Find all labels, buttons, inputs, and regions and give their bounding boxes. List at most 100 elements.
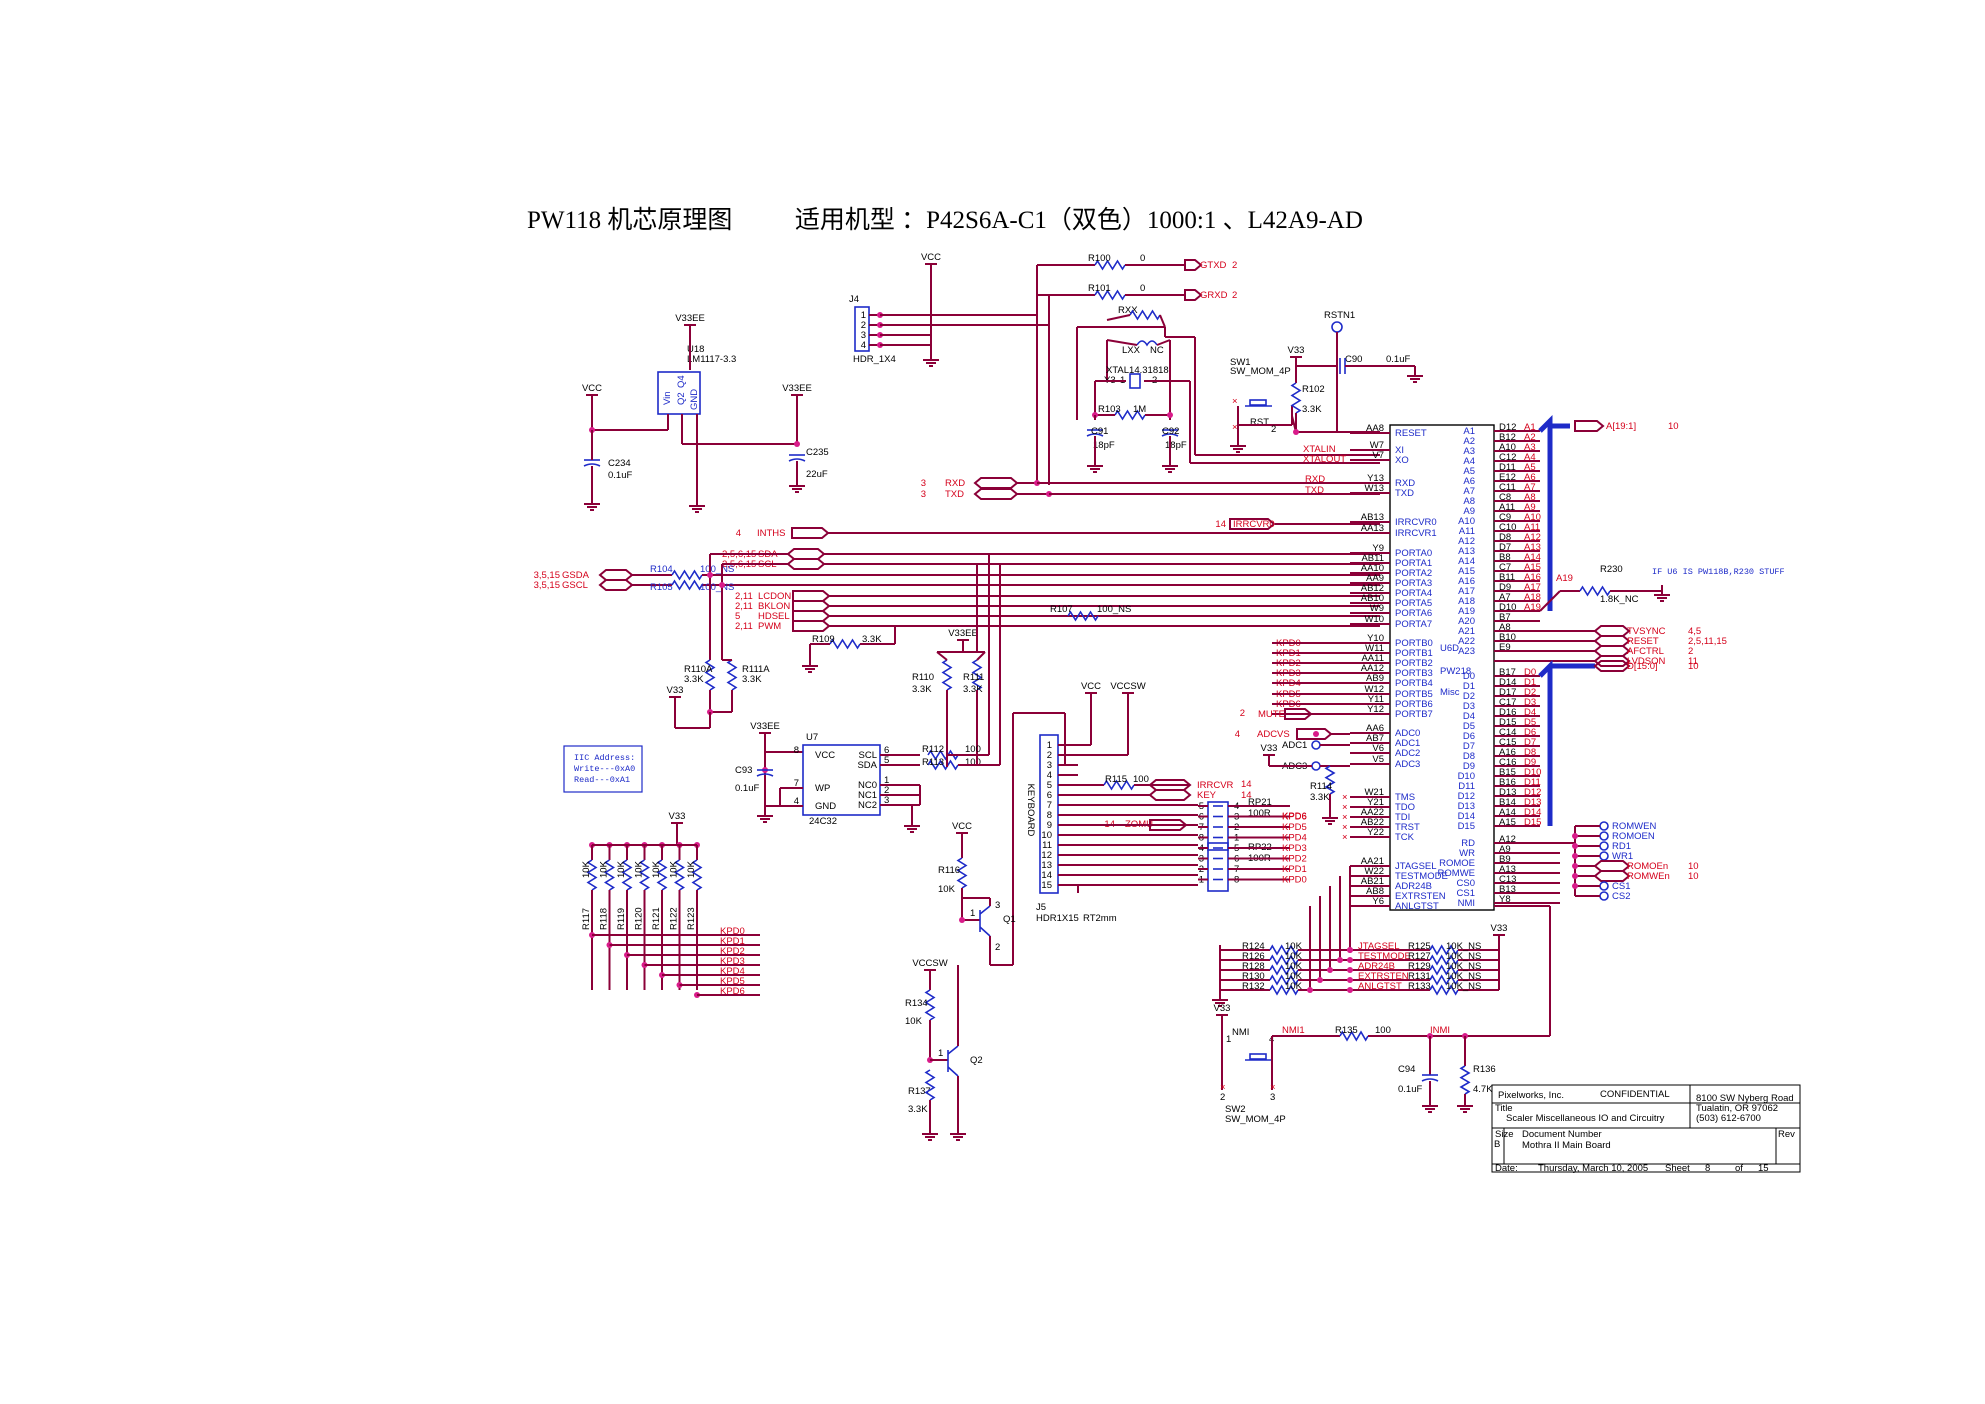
sheet-ref: 4 bbox=[1235, 729, 1240, 740]
ic-pin-number: B17 bbox=[1499, 667, 1516, 678]
resistor-ref: R111A bbox=[742, 664, 770, 675]
junction-dot bbox=[1572, 833, 1578, 839]
net-label: IRRCVR0 bbox=[1233, 519, 1275, 530]
power-label: V33 bbox=[667, 685, 684, 696]
net-label: ROMWEn bbox=[1627, 871, 1670, 882]
net-label: KPD2 bbox=[720, 946, 745, 957]
resistor-value: 100_NS bbox=[700, 582, 734, 593]
tb-confidential: CONFIDENTIAL bbox=[1600, 1089, 1670, 1100]
pin-number: 8 bbox=[794, 745, 799, 756]
net-label: KPD3 bbox=[1282, 843, 1307, 854]
sheet-ref: 2,11 bbox=[735, 601, 753, 612]
connector-ref: J5 bbox=[1036, 902, 1046, 913]
r230-note: IF U6 IS PW118B,R230 STUFF bbox=[1652, 567, 1785, 577]
ic-pin-name: ADR24B bbox=[1395, 881, 1432, 892]
resistor-ref: R124 bbox=[1242, 941, 1265, 952]
ic-pin-number: W22 bbox=[1364, 866, 1384, 877]
net-label: D6 bbox=[1524, 727, 1536, 738]
ic-pin-name: TRST bbox=[1395, 822, 1420, 833]
ic-pin-number: D13 bbox=[1499, 787, 1516, 798]
resistor-value: 4.7K bbox=[1473, 1084, 1493, 1095]
switch-label: RST bbox=[1250, 417, 1269, 428]
nc-marker: × bbox=[1342, 832, 1348, 843]
ic-pin-name: D1 bbox=[1463, 681, 1475, 692]
offpage-connector bbox=[598, 569, 634, 581]
ic-pin-number: B12 bbox=[1499, 432, 1516, 443]
pin-number: 7 bbox=[1047, 800, 1052, 811]
ic-pin-number: B8 bbox=[1499, 552, 1511, 563]
resistor-symbol bbox=[1269, 974, 1299, 986]
regulator-pin: Q2 bbox=[676, 392, 687, 405]
ic-pin-name: A14 bbox=[1458, 556, 1475, 567]
junction-dot bbox=[1572, 863, 1578, 869]
ic-pin-name: TDI bbox=[1395, 812, 1410, 823]
ic-body bbox=[1389, 424, 1495, 911]
rpack-ref: RP21 bbox=[1248, 797, 1272, 808]
ic-pin-name: D15 bbox=[1458, 821, 1475, 832]
resistor-ref: R122 bbox=[669, 907, 680, 930]
pin-number: 10 bbox=[1041, 830, 1052, 841]
ic-pin-number: W7 bbox=[1370, 440, 1384, 451]
ic-pin-name: ADC3 bbox=[1395, 759, 1420, 770]
ic-pin-name: ROMOE bbox=[1439, 858, 1475, 869]
ic-pin-name: A17 bbox=[1458, 586, 1475, 597]
test-point-ref: RSTN1 bbox=[1324, 310, 1355, 321]
net-label: D13 bbox=[1524, 797, 1541, 808]
net-label: BKLON bbox=[758, 601, 790, 612]
ic-pin-number: AA12 bbox=[1361, 663, 1384, 674]
resistor-value: 0 bbox=[1140, 283, 1145, 294]
net-label: A9 bbox=[1524, 502, 1536, 513]
eeprom-type: 24C32 bbox=[809, 816, 837, 827]
resistor-symbol bbox=[704, 659, 716, 691]
resistor-symbol bbox=[1429, 974, 1459, 986]
transistor-emitter bbox=[947, 1066, 959, 1077]
resistor-ref: R115 bbox=[1105, 774, 1127, 785]
net-label: D5 bbox=[1524, 717, 1536, 728]
resistor-value: 3.3K bbox=[862, 634, 882, 645]
net-label: ANLGTST bbox=[1358, 981, 1402, 992]
ic-pin-name: D9 bbox=[1463, 761, 1475, 772]
pin-number: 2 bbox=[1047, 750, 1052, 761]
resistor-ref: R105 bbox=[650, 582, 673, 593]
ic-pin-number: D9 bbox=[1499, 582, 1511, 593]
eeprom-pin: WP bbox=[815, 783, 830, 794]
net-label: D14 bbox=[1524, 807, 1541, 818]
junction-dot bbox=[1572, 883, 1578, 889]
resistor-ref: R113 bbox=[922, 757, 944, 768]
ic-pin-number: B15 bbox=[1499, 767, 1516, 778]
sheet-ref: 5 bbox=[735, 611, 740, 622]
address-bus bbox=[1538, 414, 1553, 611]
ic-pin-number: AB10 bbox=[1361, 593, 1384, 604]
resistor-symbol bbox=[1269, 954, 1299, 966]
resistor-symbol bbox=[656, 859, 668, 891]
tb-sheet: 8 bbox=[1705, 1163, 1710, 1174]
ic-pin-name: PORTB7 bbox=[1395, 709, 1433, 720]
resistor-ref: R112 bbox=[922, 744, 944, 755]
net-label: IRRCVR bbox=[1197, 780, 1234, 791]
ic-pin-name: XO bbox=[1395, 455, 1409, 466]
ic-pin-number: W11 bbox=[1365, 643, 1384, 654]
net-label: XTALOUT bbox=[1303, 454, 1346, 465]
resistor-symbol bbox=[1429, 954, 1459, 966]
tb-title-label: Title bbox=[1495, 1103, 1513, 1114]
pin-number: 13 bbox=[1041, 860, 1052, 871]
ic-pin-number: A13 bbox=[1499, 864, 1516, 875]
pin-number: 2 bbox=[861, 320, 866, 331]
crystal-type: XTAL14.31818 bbox=[1106, 365, 1169, 376]
transistor-collector bbox=[947, 1045, 959, 1055]
ic-pin-name: IRRCVR0 bbox=[1395, 517, 1437, 528]
pin-number: 6 bbox=[1047, 790, 1052, 801]
resistor-symbol bbox=[673, 859, 686, 891]
capacitor-plate bbox=[1161, 433, 1179, 437]
ic-pin-number: AB7 bbox=[1366, 733, 1384, 744]
ic-pin-number: Y6 bbox=[1372, 896, 1384, 907]
resistor-value: 100 bbox=[965, 757, 981, 768]
nc-marker: × bbox=[1232, 422, 1238, 433]
power-label: VCC bbox=[952, 821, 972, 832]
resistor-ref: R103 bbox=[1098, 404, 1121, 415]
net-label: A2 bbox=[1524, 432, 1536, 443]
switch-ref: SW2 bbox=[1225, 1104, 1246, 1115]
ic-pin-number: C9 bbox=[1499, 512, 1511, 523]
ic-pin-number: A8 bbox=[1499, 622, 1511, 633]
net-label: D10 bbox=[1524, 767, 1541, 778]
